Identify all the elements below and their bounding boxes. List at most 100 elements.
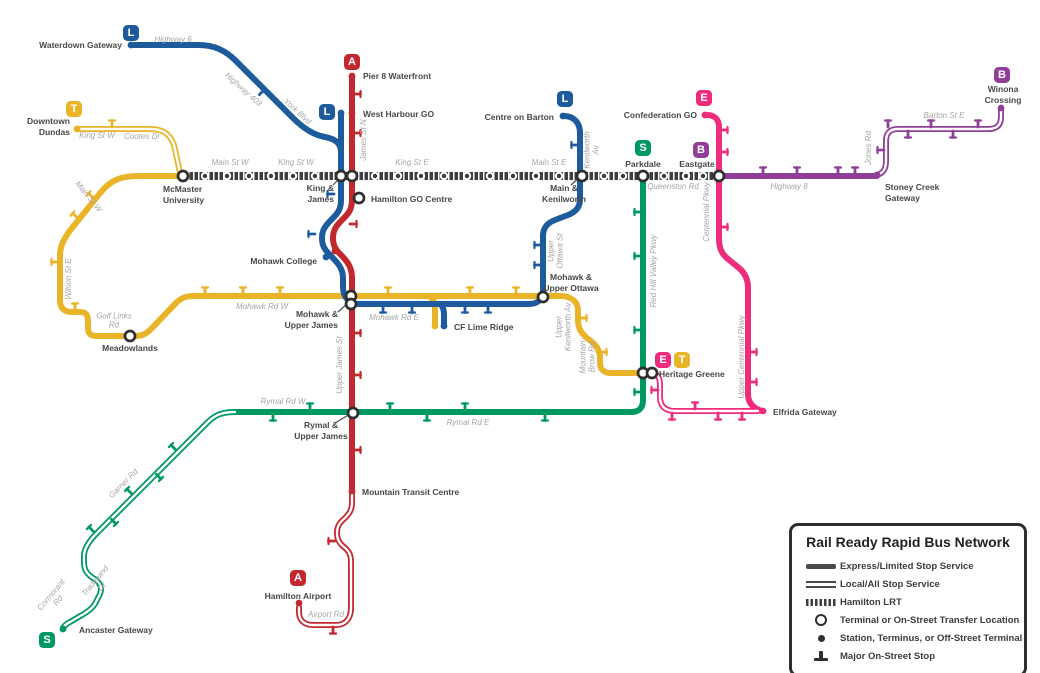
station-label-confederation-go: Confederation GO: [623, 110, 697, 120]
label-line: Rd: [108, 320, 120, 329]
lrt-stop-dots: [200, 171, 708, 181]
transfer-circle-icon: [802, 614, 840, 626]
station-label-cf-lime-ridge: CF Lime Ridge: [454, 322, 514, 332]
line-badge-b: B: [994, 67, 1010, 83]
legend-row-station: Station, Terminus, or Off-Street Termina…: [802, 629, 1022, 647]
label-line: Stoney Creek: [885, 182, 940, 192]
legend-row-transfer: Terminal or On-Street Transfer Location: [802, 611, 1019, 629]
label-line: Mohawk &: [549, 272, 593, 282]
station-dot-icon: [802, 634, 840, 642]
road-label-king-st-e: King St E: [395, 157, 429, 167]
line-badge-e: E: [655, 352, 671, 368]
route-LRT: [183, 171, 719, 181]
route-E-express: [704, 112, 765, 414]
station-label-centre-on-barton: Centre on Barton: [484, 112, 554, 122]
station-dots: [59, 41, 1005, 633]
station-label-elfrida-gateway: Elfrida Gateway: [773, 407, 837, 417]
label-line: Brow Rd: [587, 341, 596, 373]
road-label-jones-rd: Jones Rd: [863, 131, 873, 165]
route-T-express: [57, 173, 651, 376]
legend-label: Express/Limited Stop Service: [840, 560, 974, 572]
major-on-street-stops: [50, 86, 983, 635]
road-label-rymal-rd-e: Rymal Rd E: [446, 417, 490, 427]
road-label-james-st-n: James St N: [358, 119, 368, 161]
label-line: Rymal &: [303, 420, 338, 430]
road-label-airport-rd: Airport Rd: [307, 609, 345, 619]
road-label-barton-st-e: Barton St E: [923, 110, 965, 120]
route-S-express: [232, 173, 646, 415]
legend-title: Rail Ready Rapid Bus Network: [806, 534, 1010, 550]
legend-row-local: Local/All Stop Service: [802, 575, 1014, 593]
route-B: [716, 107, 1004, 179]
station-label-rymal-and-upper-james: Rymal &Upper James: [279, 420, 363, 441]
station-label-king-and-james: King &James: [307, 183, 334, 204]
label-line: King &: [306, 183, 334, 193]
station-label-parkdale: Parkdale: [625, 159, 661, 169]
road-label-upper-centennial-pkwy: Upper Centennial Pkwy: [736, 315, 746, 399]
label-line: Kenilworth Av: [563, 302, 572, 352]
route-T-cf-spur: [425, 293, 438, 328]
line-badge-l: L: [557, 91, 573, 107]
road-label-centennial-pkwy: Centennial Pkwy: [701, 182, 711, 242]
label-line: McMaster: [163, 184, 203, 194]
route-A-local: [296, 488, 355, 628]
label-line: Kenilworth: [542, 193, 586, 204]
legend-label: Hamilton LRT: [840, 596, 902, 608]
station-label-main-and-kenilworth: Main &Kenilworth: [522, 183, 606, 204]
road-label-king-st-w: King St W: [278, 157, 314, 167]
major-stop-icon: [802, 651, 840, 661]
road-label-highway-6: Highway 6: [154, 34, 192, 44]
label-line: Dundas: [38, 126, 70, 137]
line-badge-t: T: [674, 352, 690, 368]
station-label-waterdown-gateway: Waterdown Gateway: [39, 40, 122, 50]
station-label-meadowlands: Meadowlands: [102, 343, 158, 353]
legend-label: Local/All Stop Service: [840, 578, 940, 590]
label-line: Upper Ottawa: [543, 282, 599, 293]
line-badge-s: S: [39, 632, 55, 648]
express-line-icon: [802, 563, 840, 569]
road-label-main-st-w: Main St W: [211, 157, 249, 167]
station-label-eastgate: Eastgate: [679, 159, 715, 169]
route-L-cf-spur: [437, 301, 447, 328]
road-label-cootes-dr: Cootes Dr: [123, 131, 161, 141]
transfer-circles: [123, 169, 726, 420]
station-label-pier-8-waterfront: Pier 8 Waterfront: [363, 71, 432, 81]
route-A-express: [330, 73, 355, 493]
legend-label: Terminal or On-Street Transfer Location: [840, 614, 1020, 626]
road-label-rymal-rd-w: Rymal Rd W: [260, 396, 306, 406]
road-label-mohawk-rd-w: Mohawk Rd W: [235, 301, 289, 311]
road-label-upper-james-st: Upper James St: [334, 336, 344, 394]
line-badge-a: A: [344, 54, 360, 70]
label-line: Downtown: [27, 116, 70, 126]
legend-label: Station, Terminus, or Off-Street Termina…: [840, 632, 1023, 644]
route-S: [60, 173, 646, 631]
label-line: Ottawa St: [555, 233, 564, 269]
station-label-west-harbour-go: West Harbour GO: [363, 109, 435, 119]
road-label-highway-8: Highway 8: [770, 181, 808, 191]
line-badge-e: E: [696, 90, 712, 106]
station-label-mountain-transit-centre: Mountain Transit Centre: [362, 487, 460, 497]
station-label-mohawk-and-upper-james: Mohawk &Upper James: [285, 309, 338, 330]
label-line: Mohawk &: [295, 309, 338, 319]
label-line: Gateway: [885, 192, 920, 203]
legend-label: Major On-Street Stop: [840, 650, 936, 662]
line-badge-s: S: [635, 140, 651, 156]
line-badge-a: A: [290, 570, 306, 586]
road-label-mohawk-rd-e: Mohawk Rd E: [369, 312, 419, 322]
label-line: Upper James: [284, 319, 338, 330]
station-label-hamilton-go-centre: Hamilton GO Centre: [371, 194, 453, 204]
road-label-wilson-st-e: Wilson St E: [63, 258, 73, 300]
station-label-hamilton-airport: Hamilton Airport: [264, 591, 332, 601]
legend-row-express: Express/Limited Stop Service: [802, 557, 1014, 575]
road-label-queenston-rd: Queenston Rd: [647, 181, 699, 191]
local-line-icon: [802, 580, 840, 588]
legend-row-major-stop: Major On-Street Stop: [802, 647, 1014, 665]
